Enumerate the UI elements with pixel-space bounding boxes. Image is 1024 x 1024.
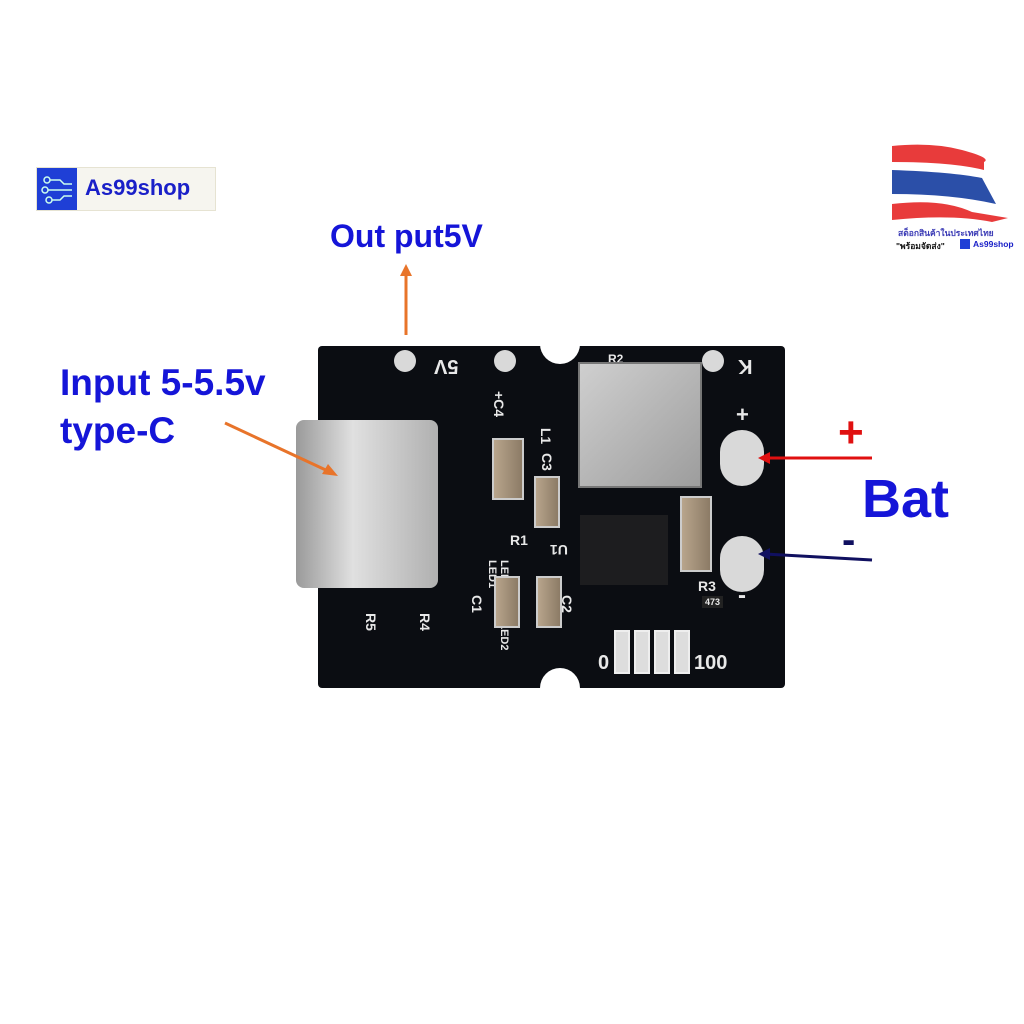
usb-type-c-connector <box>296 420 438 588</box>
led-indicator <box>614 630 630 674</box>
silk-plus: + <box>736 402 749 427</box>
thai-flag-icon <box>892 142 1008 222</box>
led-indicator <box>634 630 650 674</box>
input-label-line2: type-C <box>60 410 176 451</box>
minus-label: - <box>842 518 856 562</box>
led-indicator <box>654 630 670 674</box>
silk-minus: - <box>738 582 746 609</box>
pcb-notch <box>540 324 580 364</box>
silk-r1: R1 <box>510 532 528 548</box>
circuit-icon <box>37 168 77 210</box>
inductor-l1 <box>578 362 702 488</box>
mini-shop-name: As99shop <box>973 239 1014 249</box>
capacitor-c4 <box>492 438 524 500</box>
brand-name: As99shop <box>85 175 191 200</box>
bat-label: Bat <box>862 469 950 529</box>
mini-logo-icon <box>960 239 970 249</box>
capacitor-c2 <box>536 576 562 628</box>
battery-plus-pad <box>720 430 764 486</box>
ic-u1 <box>580 515 668 585</box>
minus-arrow <box>758 548 873 562</box>
silk-100: 100 <box>694 652 728 674</box>
plus-arrow <box>758 452 872 464</box>
silk-r3-code: 473 <box>702 596 724 608</box>
input-arrow <box>224 421 338 476</box>
brand-logo: As99shop <box>36 167 216 211</box>
plus-label: + <box>838 408 864 457</box>
pad <box>702 350 724 372</box>
ready-to-ship-text: "พร้อมจัดส่ง" <box>896 241 945 251</box>
capacitor-c5 <box>680 496 712 572</box>
output-label: Out put5V <box>330 218 483 254</box>
silk-0: 0 <box>598 652 610 674</box>
pcb-notch <box>540 668 580 708</box>
output-pad <box>394 350 416 372</box>
capacitor-c3 <box>534 476 560 528</box>
battery-minus-pad <box>720 536 764 592</box>
output-arrow <box>400 264 412 335</box>
input-label-line1: Input 5-5.5v <box>60 362 266 403</box>
silk-r3: R3 <box>698 578 716 594</box>
capacitor-c1 <box>494 576 520 628</box>
output-pad <box>494 350 516 372</box>
led-indicator <box>674 630 690 674</box>
stock-in-thailand-text: สต็อกสินค้าในประเทศไทย <box>898 228 994 238</box>
